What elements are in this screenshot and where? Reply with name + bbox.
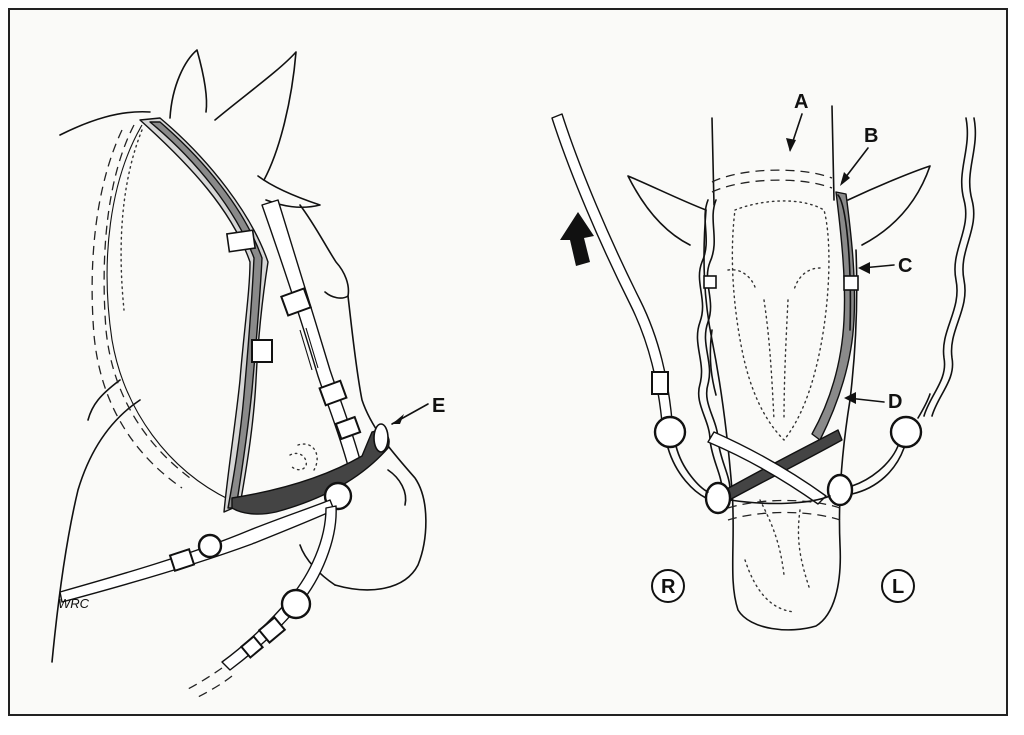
label-l: L [892, 576, 904, 598]
label-callouts-front: A B C D R L [651, 91, 915, 603]
headpiece-strap [139, 117, 269, 513]
front-view-horse-head [627, 105, 931, 631]
left-ear [169, 49, 208, 119]
wavy-rein-right [923, 117, 969, 417]
rein-lower [221, 505, 337, 671]
label-r: R [661, 576, 676, 598]
label-b: B [864, 125, 878, 147]
neck-outline [51, 399, 141, 663]
cheek-buckle-bottom [334, 415, 362, 441]
front-head-outline [703, 209, 858, 631]
rein-upper [59, 499, 335, 603]
label-e: E [432, 395, 445, 417]
ring-outer-left [653, 415, 687, 449]
circle-r [651, 569, 685, 603]
keeper-c [843, 275, 859, 291]
cheek-buckle-upper [280, 287, 312, 317]
cheek-buckle-lower [318, 379, 348, 407]
label-d: D [888, 391, 902, 413]
bit-ring-right [826, 473, 854, 507]
noseband-strap-e [231, 430, 390, 515]
rein-buckle-upper [168, 548, 196, 572]
artist-signature: WRC [58, 596, 90, 611]
right-ear [214, 51, 297, 181]
skull-outline [731, 200, 830, 442]
rein-buckle-front [651, 371, 669, 395]
bit-ring-left [704, 481, 732, 515]
noseband-shadow [103, 124, 191, 479]
label-c: C [898, 255, 912, 277]
rein-ring-lower [280, 588, 312, 620]
side-view-horse-head [51, 49, 427, 663]
upward-arrow [560, 212, 594, 266]
headpiece-buckle [251, 339, 273, 363]
front-ear-left [627, 175, 707, 246]
front-view-straps [551, 113, 977, 515]
bridle-side-straps [59, 117, 390, 699]
ring-outer-right [889, 415, 923, 449]
circle-l [881, 569, 915, 603]
label-a: A [794, 91, 808, 113]
cheek-strap-b [811, 191, 856, 441]
rein-ring-upper [197, 533, 223, 559]
front-ear-right [847, 165, 931, 246]
head-outline [59, 110, 151, 136]
poll-arc-a [711, 169, 833, 183]
nostril [387, 469, 407, 506]
rein-buckle-lower [257, 616, 287, 644]
label-e-callout: E [391, 395, 445, 425]
browband-keeper [225, 229, 257, 253]
